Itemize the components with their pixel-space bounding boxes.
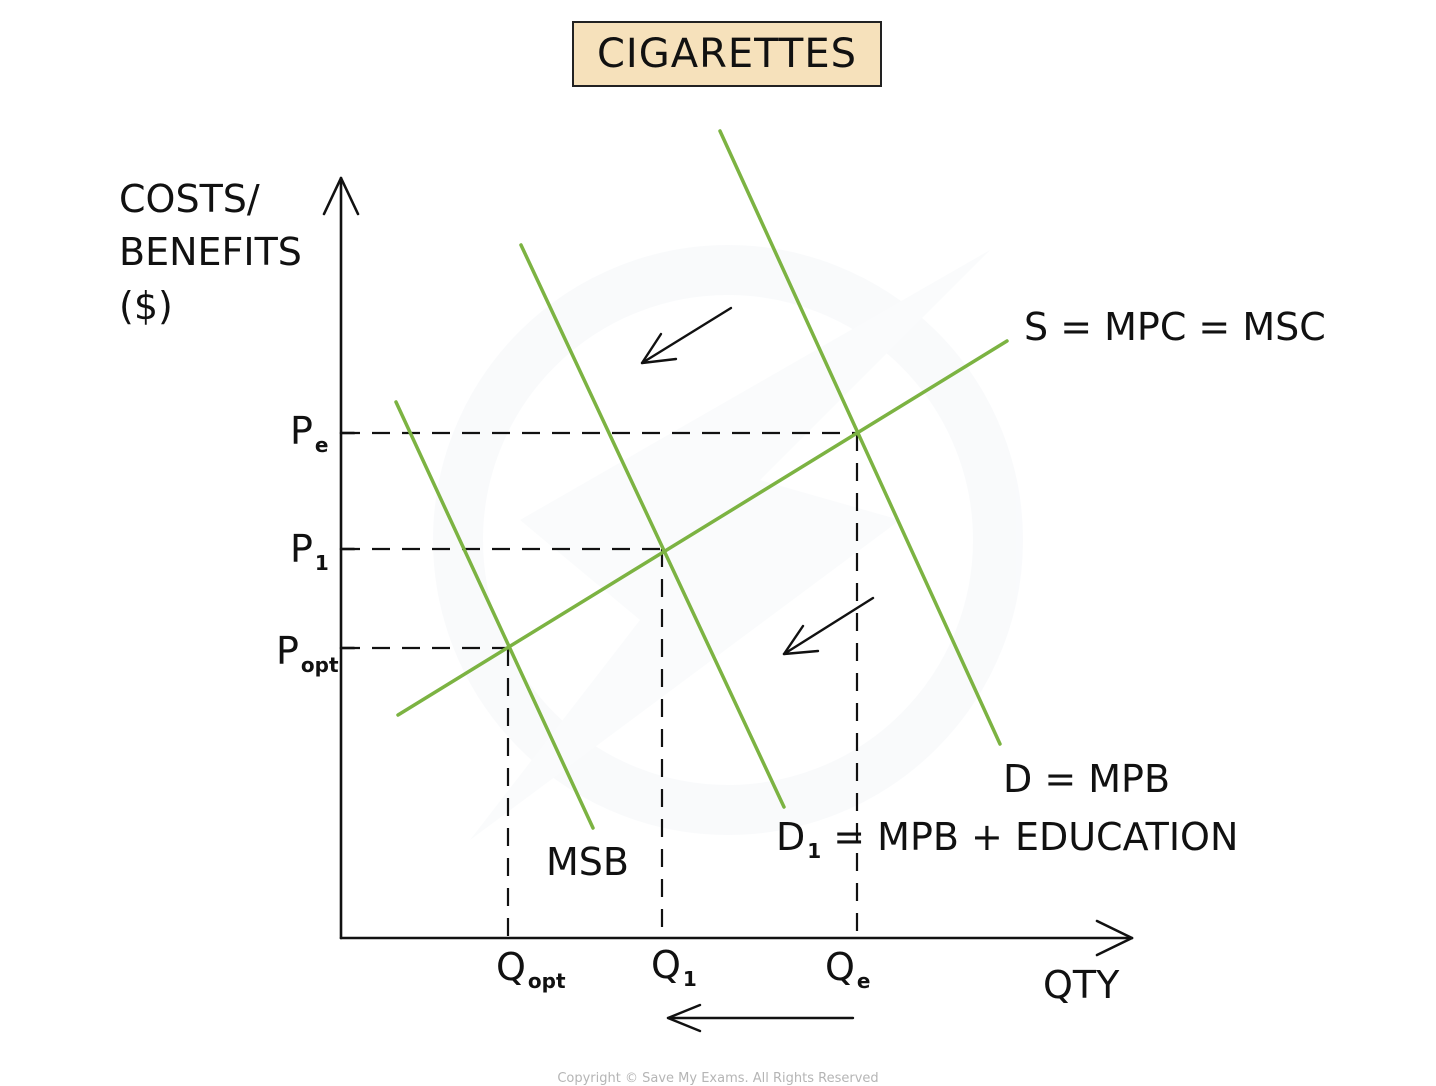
- msb-curve-label: MSB: [546, 840, 629, 884]
- diagram-title: CIGARETTES: [572, 21, 882, 87]
- copyright-notice: Copyright © Save My Exams. All Rights Re…: [557, 1071, 879, 1086]
- msb-curve: [394, 400, 595, 830]
- demand-curve-mpb: [718, 129, 1002, 746]
- supply-curve: [396, 339, 1009, 717]
- x-axis-arrow-icon: [1095, 919, 1134, 957]
- y-axis-label-line1: COSTS/: [119, 177, 260, 221]
- demand-curve-d1: [519, 243, 786, 809]
- watermark-logo: [433, 245, 1023, 840]
- y-axis-arrow-icon: [322, 176, 360, 216]
- shift-arrow-lower-icon: [782, 596, 875, 656]
- y-axis-label-line2: BENEFITS: [119, 230, 302, 274]
- supply-curve-label: S = MPC = MSC: [1024, 305, 1326, 349]
- y-axis-label-line3: ($): [119, 284, 173, 328]
- shift-arrow-upper-icon: [640, 306, 733, 365]
- dashed-guides: [342, 431, 859, 937]
- quantity-shift-arrow-icon: [666, 1003, 855, 1033]
- demand-curve-label: D = MPB: [1003, 757, 1171, 801]
- x-axis-label: QTY: [1043, 963, 1120, 1007]
